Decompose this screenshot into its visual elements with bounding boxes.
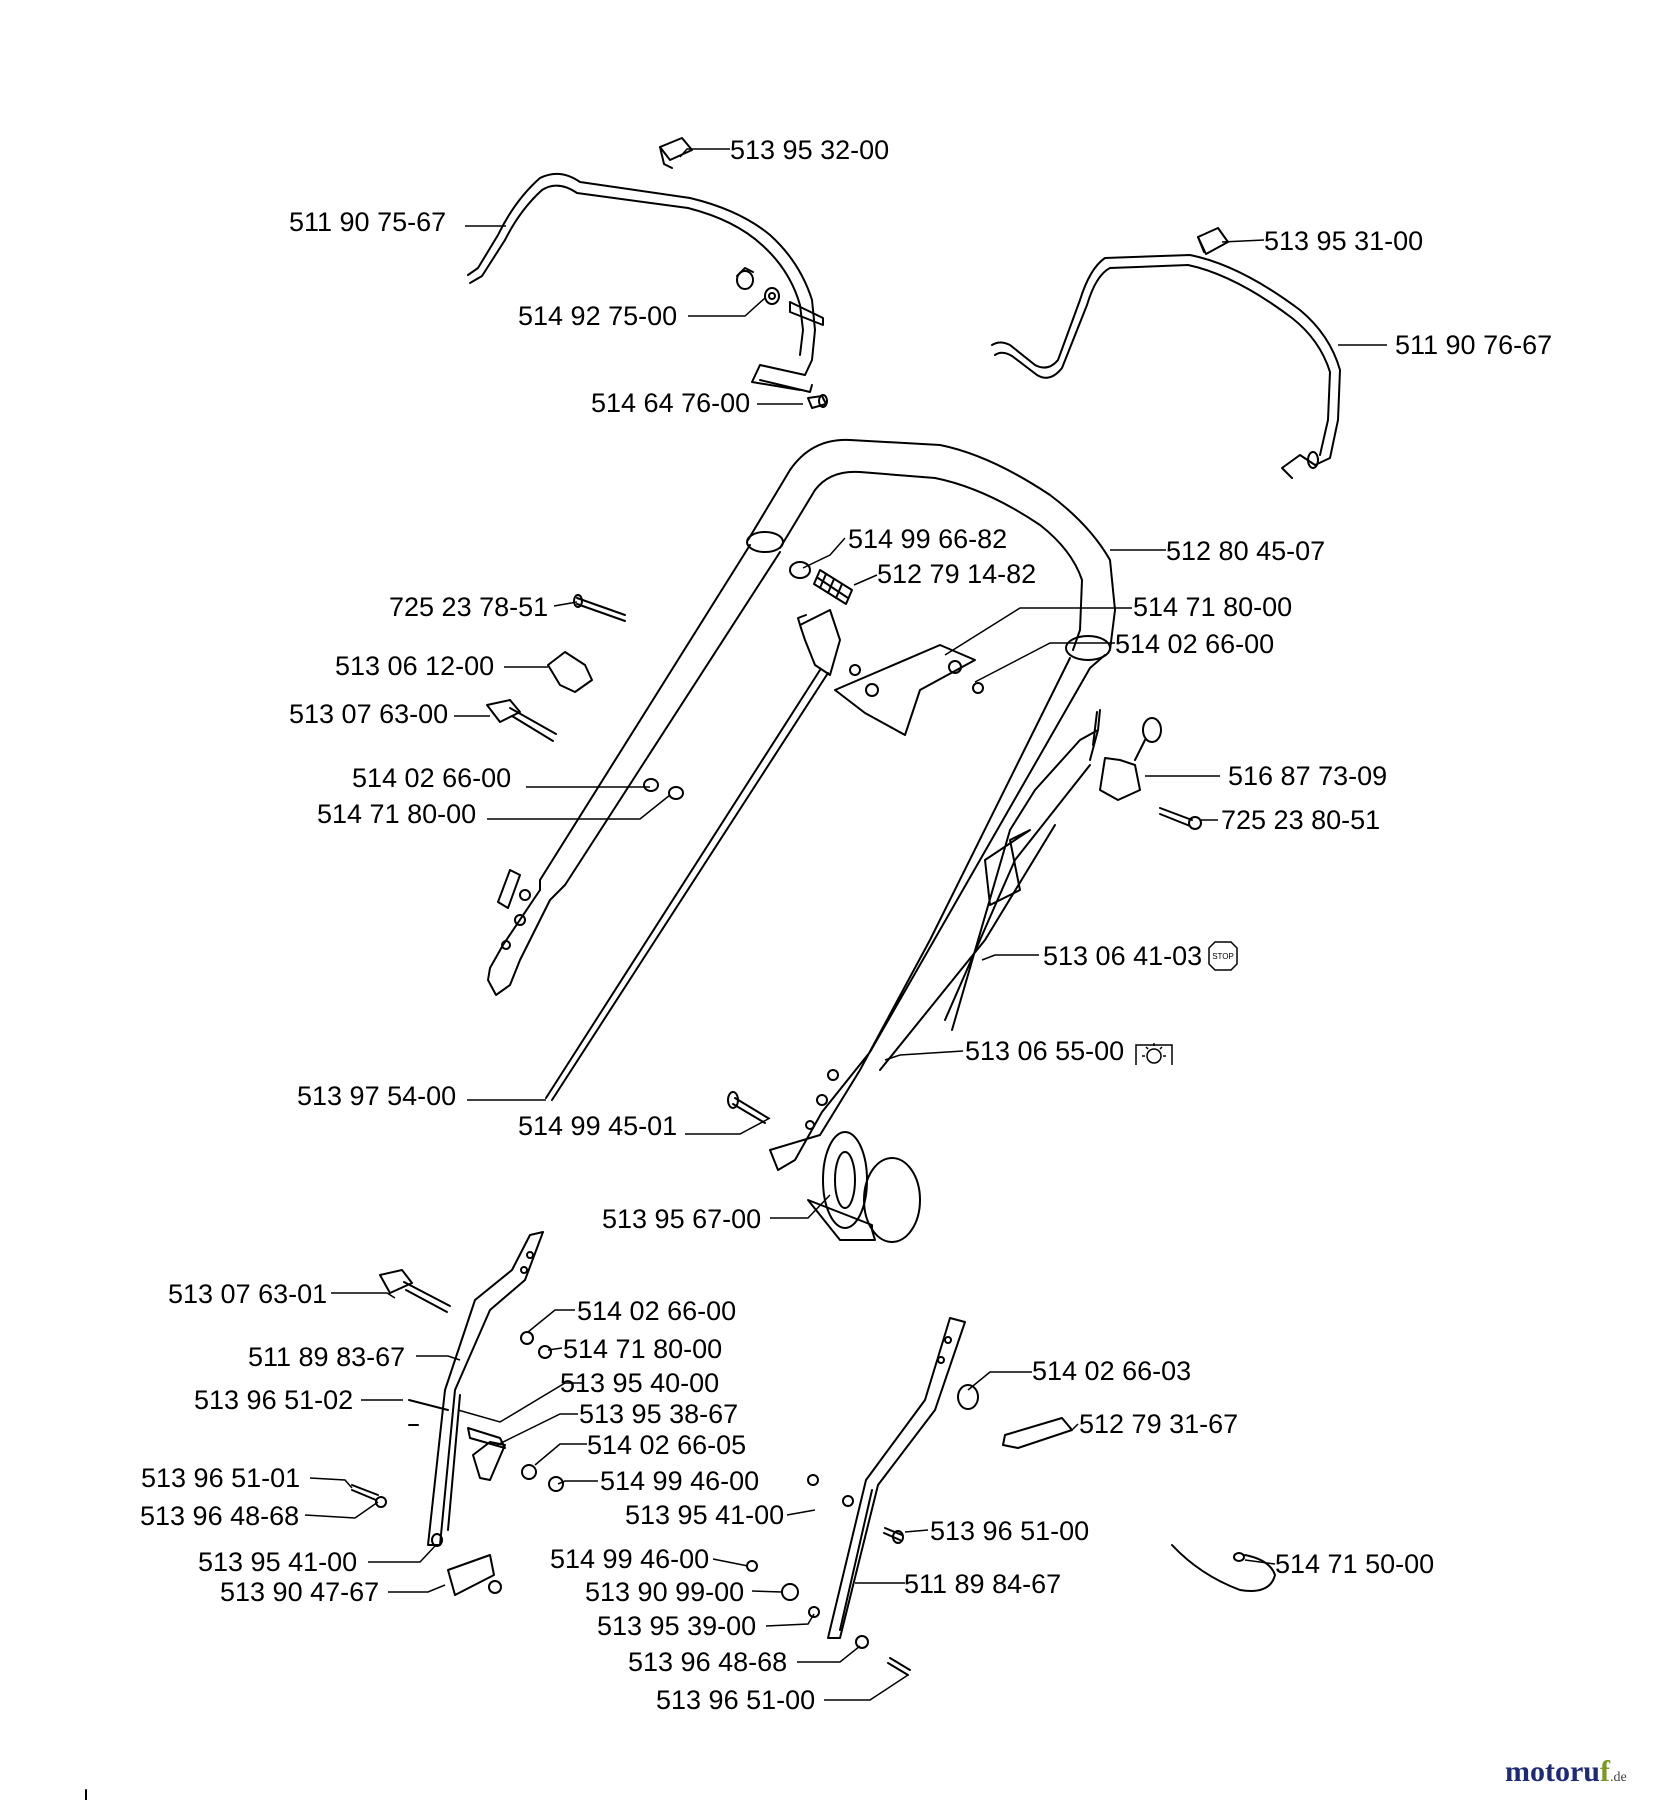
left-grip <box>659 137 693 169</box>
label-p46: 513 96 48-68 <box>628 1647 787 1677</box>
watermark-main: motoru <box>1505 1755 1600 1788</box>
label-p13: 513 06 12-00 <box>335 651 494 681</box>
left-control-bar <box>467 172 824 393</box>
label-p26: 514 71 80-00 <box>563 1334 722 1364</box>
pin <box>807 394 828 409</box>
label-p24: 513 07 63-01 <box>168 1279 327 1309</box>
label-p20: 513 06 55-00 <box>965 1036 1124 1066</box>
engine-start-icon <box>1135 1043 1173 1065</box>
label-p31: 513 95 38-67 <box>579 1399 738 1429</box>
label-p35: 514 99 46-00 <box>600 1466 759 1496</box>
label-p11: 514 71 80-00 <box>1133 592 1292 622</box>
lower-right-handle <box>827 1317 966 1639</box>
bushing <box>736 267 780 305</box>
part-drawings <box>85 137 1341 1800</box>
label-p21: 513 97 54-00 <box>297 1081 456 1111</box>
knob-and-spring <box>789 561 853 605</box>
handle-wheel-knob <box>807 1131 921 1243</box>
label-p25: 514 02 66-00 <box>577 1296 736 1326</box>
part-labels: 513 95 32-00 511 90 75-67 513 95 31-00 5… <box>140 135 1552 1715</box>
wire-clip <box>1171 1544 1276 1592</box>
label-p37: 513 95 41-00 <box>625 1500 784 1530</box>
label-p06: 514 64 76-00 <box>591 388 750 418</box>
label-p40: 514 99 46-00 <box>550 1544 709 1574</box>
label-p07: 514 99 66-82 <box>848 524 1007 554</box>
label-p28: 514 02 66-03 <box>1032 1356 1191 1386</box>
label-p04: 514 92 75-00 <box>518 301 677 331</box>
label-p41: 514 71 50-00 <box>1275 1549 1434 1579</box>
cable-screw <box>1159 807 1202 830</box>
label-p34: 513 96 51-01 <box>141 1463 300 1493</box>
right-grip <box>1197 227 1229 255</box>
handle-knob-lower <box>379 1269 451 1313</box>
label-p43: 513 90 99-00 <box>585 1577 744 1607</box>
bolt-upper <box>573 594 626 622</box>
label-p47: 513 96 51-00 <box>656 1685 815 1715</box>
label-p22: 514 99 45-01 <box>518 1111 677 1141</box>
bolt-mid <box>727 1091 769 1124</box>
label-p18: 514 71 80-00 <box>317 799 476 829</box>
mounting-plate <box>834 644 984 736</box>
label-p08: 512 80 45-07 <box>1166 536 1325 566</box>
label-p39: 513 95 41-00 <box>198 1547 357 1577</box>
label-p27: 511 89 83-67 <box>248 1342 405 1372</box>
upper-handle <box>487 438 1116 1171</box>
label-p36: 513 96 48-68 <box>140 1501 299 1531</box>
label-p44: 511 89 84-67 <box>904 1569 1061 1599</box>
label-p03: 513 95 31-00 <box>1264 226 1423 256</box>
label-p23: 513 95 67-00 <box>602 1204 761 1234</box>
washer-nut-left <box>643 778 684 800</box>
washers-lower-left <box>351 1331 564 1596</box>
washers-lower-right <box>746 1384 1073 1676</box>
watermark-accent: f <box>1599 1755 1610 1788</box>
label-p30: 513 96 51-02 <box>194 1385 353 1415</box>
lower-left-handle <box>427 1231 544 1546</box>
label-p01: 513 95 32-00 <box>730 135 889 165</box>
brake-cable <box>944 709 1162 1031</box>
cable-clip <box>547 651 593 693</box>
label-p12: 514 02 66-00 <box>1115 629 1274 659</box>
control-rod <box>545 609 841 1101</box>
label-p10: 725 23 78-51 <box>389 592 548 622</box>
label-p15: 516 87 73-09 <box>1228 761 1387 791</box>
label-p42: 513 90 47-67 <box>220 1577 379 1607</box>
label-p17: 725 23 80-51 <box>1221 805 1380 835</box>
label-p19: 513 06 41-03 <box>1043 941 1202 971</box>
svg-text:STOP: STOP <box>1212 952 1234 961</box>
label-p02: 511 90 75-67 <box>289 207 446 237</box>
label-p14: 513 07 63-00 <box>289 699 448 729</box>
throttle-cable <box>879 824 1056 1071</box>
watermark-tld: .de <box>1609 1770 1627 1785</box>
handle-knob-upper <box>486 699 557 742</box>
watermark-logo: motoruf.de <box>1505 1757 1627 1793</box>
leader-lines <box>304 148 1387 1701</box>
label-p29: 513 95 40-00 <box>560 1368 719 1398</box>
right-control-bar <box>991 254 1341 479</box>
stop-sign-icon: STOP <box>1208 941 1238 971</box>
label-p38: 513 96 51-00 <box>930 1516 1089 1546</box>
label-p05: 511 90 76-67 <box>1395 330 1552 360</box>
label-p33: 514 02 66-05 <box>587 1430 746 1460</box>
label-p16: 514 02 66-00 <box>352 763 511 793</box>
label-p32: 512 79 31-67 <box>1079 1409 1238 1439</box>
label-p45: 513 95 39-00 <box>597 1611 756 1641</box>
label-p09: 512 79 14-82 <box>877 559 1036 589</box>
